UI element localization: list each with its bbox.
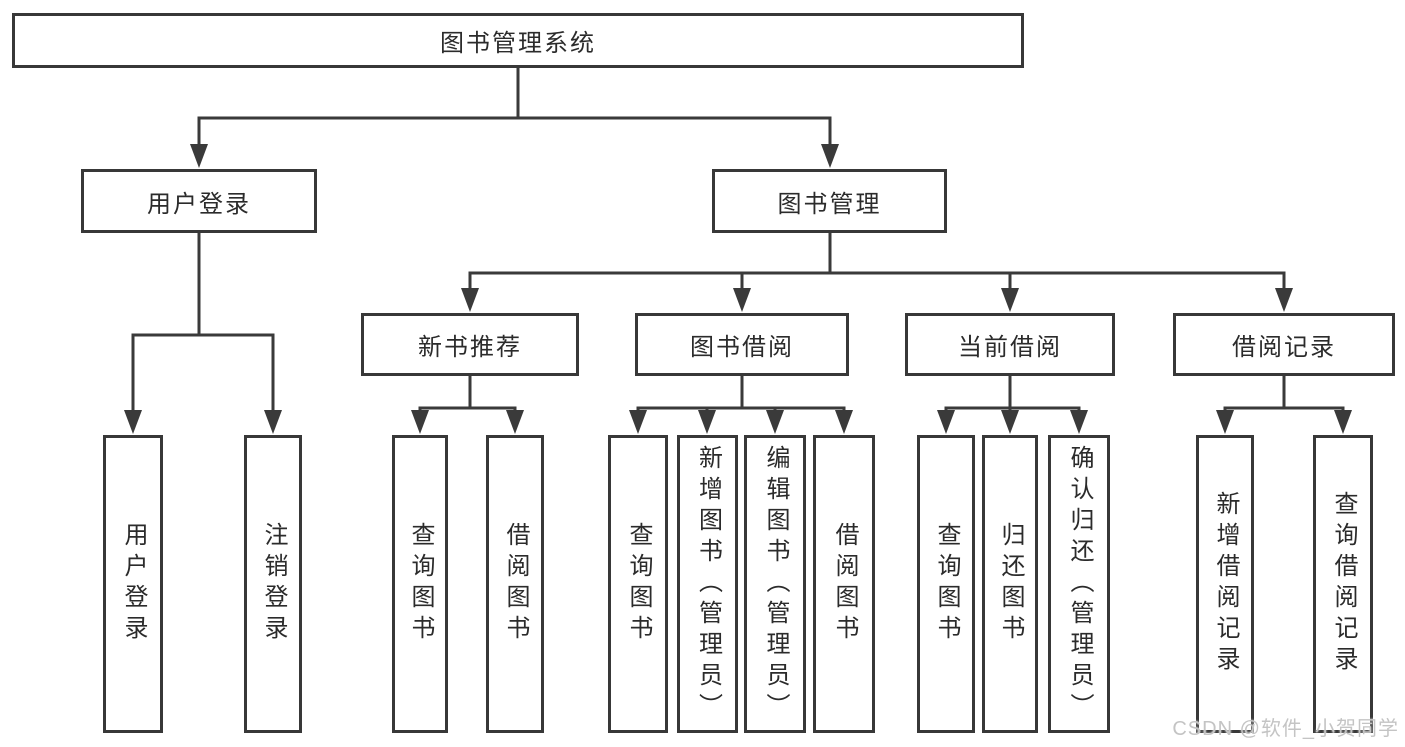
node-leaf-confirm-return-admin-label: 确认归还（管理员） bbox=[1066, 444, 1093, 724]
node-leaf-borrow-books-borrow-label: 借阅图书 bbox=[831, 522, 858, 646]
arrowhead-icon bbox=[1275, 288, 1293, 312]
node-leaf-user-login: 用户登录 bbox=[103, 435, 163, 733]
node-borrow-records-label: 借阅记录 bbox=[1232, 334, 1336, 361]
arrowhead-icon bbox=[1001, 410, 1019, 434]
node-new-book-recommend: 新书推荐 bbox=[361, 313, 579, 376]
connector-current-borrow-children bbox=[937, 376, 1088, 434]
arrowhead-icon bbox=[411, 410, 429, 434]
node-leaf-borrow-books-recommend: 借阅图书 bbox=[486, 435, 544, 733]
node-user-login-label: 用户登录 bbox=[147, 190, 251, 218]
csdn-watermark: CSDN @软件_小贺同学 bbox=[1172, 718, 1399, 740]
node-leaf-query-books-recommend-label: 查询图书 bbox=[407, 522, 434, 646]
node-leaf-borrow-books-borrow: 借阅图书 bbox=[813, 435, 875, 733]
node-leaf-query-books-borrow: 查询图书 bbox=[608, 435, 668, 733]
arrowhead-icon bbox=[766, 410, 784, 434]
node-leaf-add-borrow-record-label: 新增借阅记录 bbox=[1212, 491, 1239, 677]
arrowhead-icon bbox=[124, 410, 142, 434]
node-leaf-return-books: 归还图书 bbox=[982, 435, 1038, 733]
arrowhead-icon bbox=[1334, 410, 1352, 434]
arrowhead-icon bbox=[190, 144, 208, 168]
node-leaf-query-borrow-record-label: 查询借阅记录 bbox=[1330, 491, 1357, 677]
node-leaf-query-books-current-label: 查询图书 bbox=[933, 522, 960, 646]
node-leaf-logout-label: 注销登录 bbox=[260, 522, 287, 646]
node-leaf-logout: 注销登录 bbox=[244, 435, 302, 733]
node-leaf-query-borrow-record: 查询借阅记录 bbox=[1313, 435, 1373, 733]
node-root: 图书管理系统 bbox=[12, 13, 1024, 68]
arrowhead-icon bbox=[1070, 410, 1088, 434]
node-current-borrow: 当前借阅 bbox=[905, 313, 1115, 376]
node-leaf-add-books-admin: 新增图书（管理员） bbox=[677, 435, 738, 733]
node-leaf-add-borrow-record: 新增借阅记录 bbox=[1196, 435, 1254, 733]
connector-book-borrow-children bbox=[629, 376, 853, 434]
node-leaf-add-books-admin-label: 新增图书（管理员） bbox=[694, 444, 722, 724]
arrowhead-icon bbox=[937, 410, 955, 434]
arrowhead-icon bbox=[733, 288, 751, 312]
arrowhead-icon bbox=[821, 144, 839, 168]
arrowhead-icon bbox=[264, 410, 282, 434]
node-user-login: 用户登录 bbox=[81, 169, 317, 233]
node-leaf-query-books-borrow-label: 查询图书 bbox=[625, 522, 652, 646]
arrowhead-icon bbox=[461, 288, 479, 312]
node-current-borrow-label: 当前借阅 bbox=[958, 334, 1062, 361]
connector-new-book-recommend-children bbox=[411, 376, 524, 434]
node-leaf-user-login-label: 用户登录 bbox=[120, 522, 147, 646]
node-borrow-records: 借阅记录 bbox=[1173, 313, 1395, 376]
node-book-borrow: 图书借阅 bbox=[635, 313, 849, 376]
node-leaf-return-books-label: 归还图书 bbox=[997, 522, 1024, 646]
arrowhead-icon bbox=[835, 410, 853, 434]
node-root-label: 图书管理系统 bbox=[440, 30, 596, 57]
node-new-book-recommend-label: 新书推荐 bbox=[418, 334, 522, 361]
connector-user-login-children bbox=[124, 233, 282, 434]
node-leaf-query-books-recommend: 查询图书 bbox=[392, 435, 448, 733]
node-leaf-edit-books-admin-label: 编辑图书（管理员） bbox=[762, 444, 789, 724]
arrowhead-icon bbox=[1001, 288, 1019, 312]
arrowhead-icon bbox=[1216, 410, 1234, 434]
node-book-management: 图书管理 bbox=[712, 169, 947, 233]
connector-book-management-children bbox=[461, 233, 1293, 312]
arrowhead-icon bbox=[698, 410, 716, 434]
node-leaf-query-books-current: 查询图书 bbox=[917, 435, 975, 733]
node-leaf-edit-books-admin: 编辑图书（管理员） bbox=[744, 435, 806, 733]
node-book-borrow-label: 图书借阅 bbox=[690, 334, 794, 361]
connector-root-to-level2 bbox=[190, 68, 839, 168]
arrowhead-icon bbox=[506, 410, 524, 434]
node-leaf-confirm-return-admin: 确认归还（管理员） bbox=[1048, 435, 1110, 733]
connector-borrow-records-children bbox=[1216, 376, 1352, 434]
arrowhead-icon bbox=[629, 410, 647, 434]
node-book-management-label: 图书管理 bbox=[777, 190, 882, 218]
node-leaf-borrow-books-recommend-label: 借阅图书 bbox=[502, 522, 529, 646]
